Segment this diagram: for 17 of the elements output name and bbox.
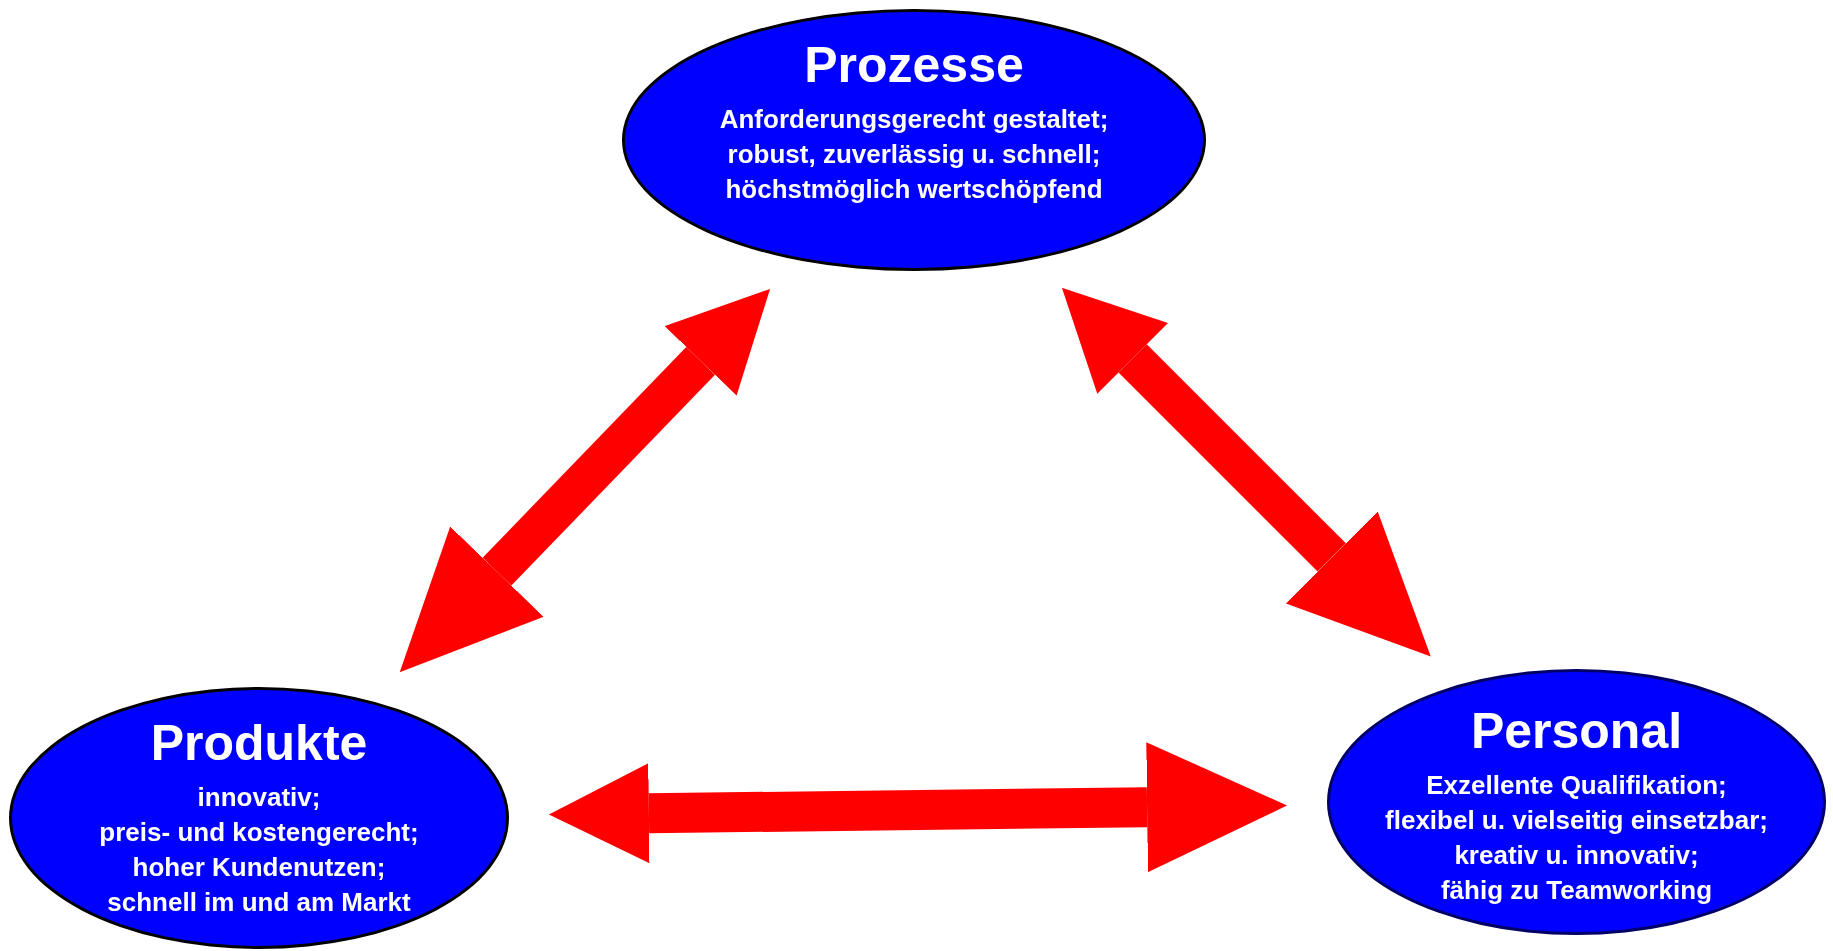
ellipse-text: innovativ; (197, 781, 321, 814)
ellipse-text: schnell im und am Markt (107, 886, 411, 919)
ellipse-text: hoher Kundenutzen; (132, 851, 386, 884)
ellipse-text: preis- und kostengerecht; (99, 816, 419, 849)
ellipse-text: fähig zu Teamworking (1440, 874, 1713, 907)
ellipse-text: Anforderungsgerecht gestaltet; (719, 103, 1109, 136)
ellipse-text: höchstmöglich wertschöpfend (725, 173, 1103, 206)
ellipse-text: kreativ u. innovativ; (1454, 839, 1699, 872)
double-arrow (548, 742, 1288, 873)
ellipse-heading: Prozesse (804, 36, 1024, 95)
ellipse-heading: Personal (1470, 702, 1683, 761)
ellipse-text: Exzellente Qualifikation; (1426, 769, 1727, 802)
ellipse-text: flexibel u. vielseitig einsetzbar; (1385, 804, 1768, 837)
double-arrow (1061, 287, 1431, 657)
ellipse-heading: Produkte (150, 714, 368, 773)
double-arrow (399, 288, 771, 673)
ellipse-text: robust, zuverlässig u. schnell; (727, 138, 1101, 171)
